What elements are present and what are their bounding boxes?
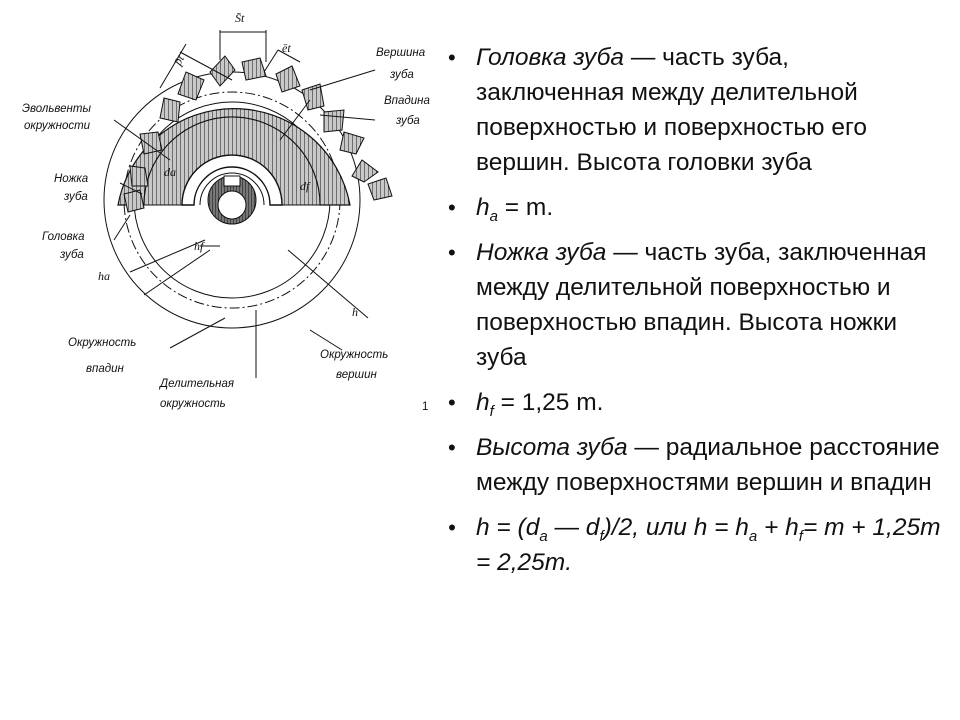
label-nozhka-2: зуба xyxy=(63,191,88,203)
list-item-h-formula: h = (da — df)/2, или h = ha + hf= m + 1,… xyxy=(444,510,944,580)
label-okr-vpadin-1: Окружность xyxy=(68,337,136,349)
label-vpadina-1: Впадина xyxy=(384,95,430,107)
list-item-hf-formula: hf = 1,25 m. xyxy=(444,385,944,420)
label-evolventy-2: окружности xyxy=(24,120,91,132)
list-item-golovka: Головка зуба — часть зуба, заключенная м… xyxy=(444,40,944,180)
label-d-a: da xyxy=(164,165,176,179)
page-mark: 1 xyxy=(422,401,428,413)
list-item-vysota: Высота зуба — радиальное расстояние межд… xyxy=(444,430,944,500)
label-e-t: ēt xyxy=(282,41,291,55)
label-evolventy-1: Эвольвенты xyxy=(22,103,91,115)
label-okr-vpadin-2: впадин xyxy=(86,363,124,375)
label-okr-vershin-1: Окружность xyxy=(320,349,388,361)
label-delit-1: Делительная xyxy=(158,378,234,390)
label-d-f: df xyxy=(300,179,311,193)
label-delit-2: окружность xyxy=(160,398,226,410)
list-item-ha-formula: ha = m. xyxy=(444,190,944,225)
pitch-dimensions xyxy=(159,30,311,141)
label-vpadina-2: зуба xyxy=(395,115,420,127)
list-item-nozhka: Ножка зуба — часть зуба, заключенная меж… xyxy=(444,235,944,375)
label-okr-vershin-2: вершин xyxy=(336,369,377,381)
definitions-column: Головка зуба — часть зуба, заключенная м… xyxy=(444,40,944,590)
label-golovka-2: зуба xyxy=(59,249,84,261)
gear-diagram: S̄t p̄t ēt Вершина зуба Впадина зуба Эво… xyxy=(20,0,430,420)
leader-lines xyxy=(113,69,376,378)
gear-teeth xyxy=(123,55,393,213)
label-h-a: ha xyxy=(98,269,110,283)
label-golovka-1: Головка xyxy=(42,231,84,243)
label-vershina-1: Вершина xyxy=(376,47,425,59)
label-nozhka-1: Ножка xyxy=(54,173,88,185)
gear-body xyxy=(117,108,351,225)
label-vershina-2: зуба xyxy=(389,69,414,81)
label-h: h xyxy=(352,305,358,319)
label-h-f: hf xyxy=(194,239,205,253)
label-s-t: S̄t xyxy=(235,11,245,25)
definitions-list: Головка зуба — часть зуба, заключенная м… xyxy=(444,40,944,580)
